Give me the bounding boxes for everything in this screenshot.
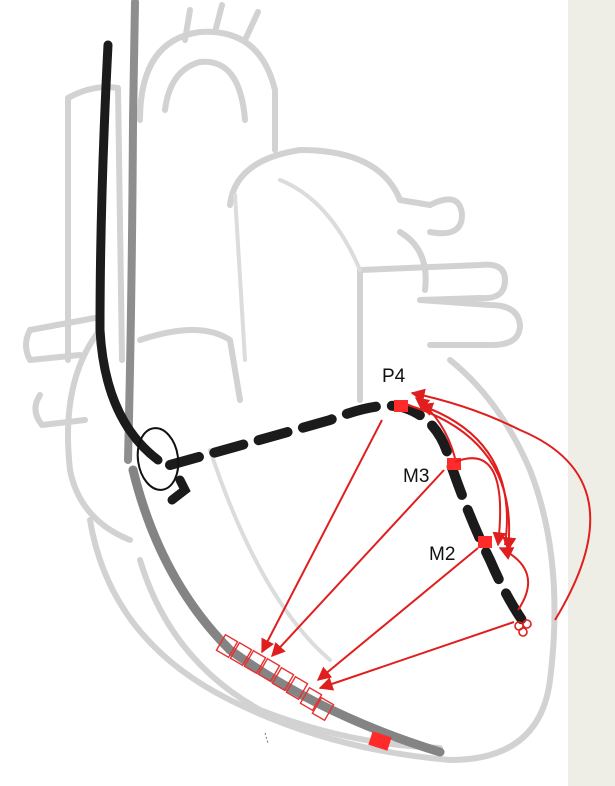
electrode-p4 bbox=[394, 400, 408, 412]
electrode-m2 bbox=[478, 536, 492, 548]
label-p4: P4 bbox=[382, 366, 406, 387]
label-m2: M2 bbox=[429, 544, 455, 565]
label-m3: M3 bbox=[403, 466, 429, 487]
